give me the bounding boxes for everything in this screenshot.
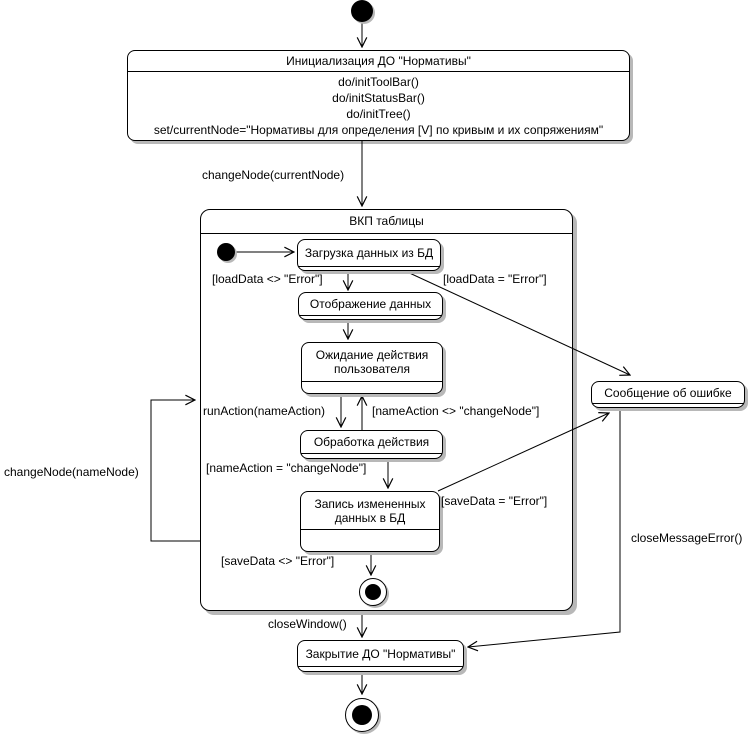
transition-load-to-error [402,269,630,375]
compartment-separator [299,315,442,319]
label-action-change: [nameAction = "changeNode"] [206,461,367,475]
compartment-separator [298,666,463,671]
compartment-separator [298,266,440,270]
compartment-separator [301,529,439,551]
label-change-node-name: changeNode(nameNode) [4,465,139,479]
transition-changenode-self-loop [150,400,200,542]
state-close-normativy-label: Закрытие ДО "Нормативы" [305,646,456,661]
state-init-title: Инициализация ДО "Нормативы" [128,51,629,72]
state-init-action: do/initToolBar() [338,75,419,89]
state-init-action: set/currentNode="Нормативы для определен… [153,123,604,137]
compartment-separator [302,381,442,393]
final-node-inner [359,578,387,606]
state-init-action: do/initStatusBar() [332,91,425,105]
state-close-normativy: Закрытие ДО "Нормативы" [297,640,464,672]
initial-node [351,0,373,22]
label-load-ok: [loadData <> "Error"] [212,272,323,286]
state-error-message-label: Сообщение об ошибке [604,385,732,400]
label-action-not-change: [nameAction <> "changeNode"] [372,404,540,418]
state-process-action: Обработка действия [300,430,443,459]
label-close-window: closeWindow() [268,617,347,631]
compartment-separator [301,453,442,458]
state-init-normativy: Инициализация ДО "Нормативы" do/initTool… [127,50,630,141]
state-wait-user-action: Ожидание действия пользователя [301,342,443,394]
state-wait-user-action-label: Ожидание действия пользователя [315,348,429,376]
final-node-core [352,705,372,725]
label-save-ok: [saveData <> "Error"] [221,554,335,568]
transition-error-to-close [468,407,621,647]
label-close-message-error: closeMessageError() [631,531,743,545]
final-node-inner-core [365,584,381,600]
state-error-message: Сообщение об ошибке [591,381,745,408]
initial-node-inner [217,243,235,261]
state-save-data: Запись измененных данных в БД [300,491,440,552]
transition-save-to-error [437,413,609,492]
state-display-data-label: Отображение данных [309,297,432,311]
state-load-data-label: Загрузка данных из БД [304,246,434,260]
state-init-actions: do/initToolBar() do/initStatusBar() do/i… [128,72,629,138]
label-change-node-current: changeNode(currentNode) [202,168,345,182]
label-run-action: runAction(nameAction) [203,404,326,418]
state-load-data: Загрузка данных из БД [297,239,441,271]
state-process-action-label: Обработка действия [313,435,430,449]
label-save-error: [saveData = "Error"] [441,494,548,508]
label-load-error: [loadData = "Error"] [443,272,547,286]
composite-state-title: ВКП таблицы [201,210,572,234]
state-save-data-label: Запись измененных данных в БД [314,496,426,525]
final-node [345,698,379,732]
compartment-separator [592,403,744,407]
state-init-action: do/initTree() [346,107,411,121]
state-display-data: Отображение данных [298,292,443,320]
